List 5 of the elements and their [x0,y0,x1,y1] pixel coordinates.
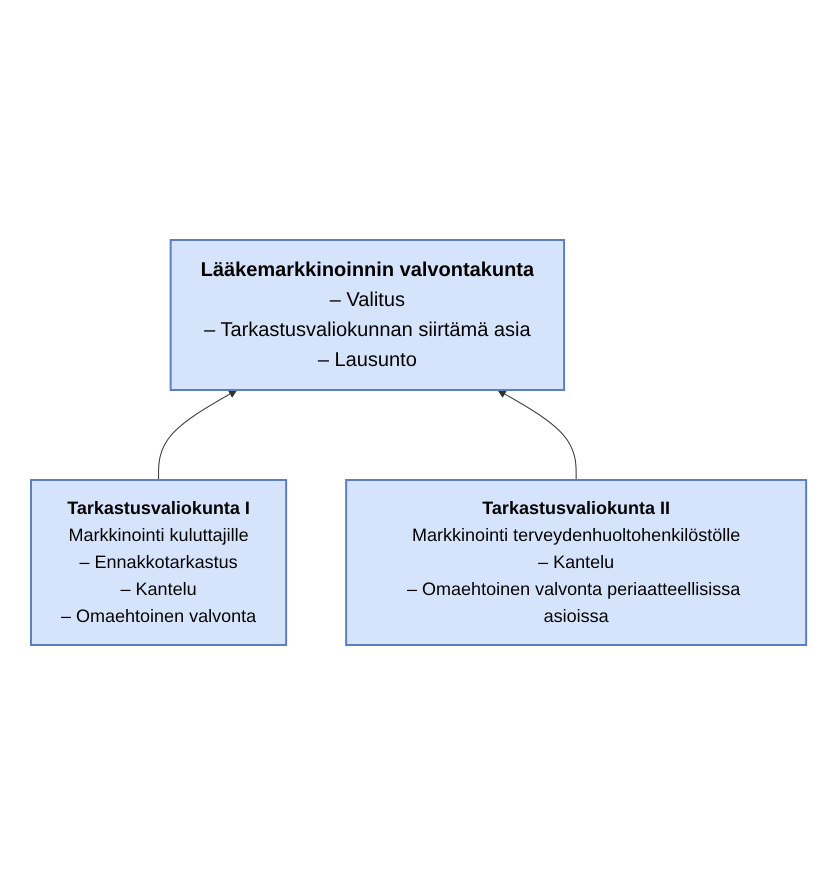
node-box: Tarkastusvaliokunta I Markkinointi kuluttajille – Ennakkotarkastus – Kantelu – Omaehtoinen valvonta [30,479,288,646]
node-box: Tarkastusvaliokunta II Markkinointi terveydenhuoltohenkilöstölle – Kantelu – Omaehtoinen valvonta periaatteellisissa asioissa [346,479,808,646]
node-box: Lääkemarkkinoinnin valvontakunta – Valitus – Tarkastusvaliokunnan siirtämä asia – Lausunto [170,239,566,391]
arrow [498,390,578,480]
arrow [158,390,238,480]
